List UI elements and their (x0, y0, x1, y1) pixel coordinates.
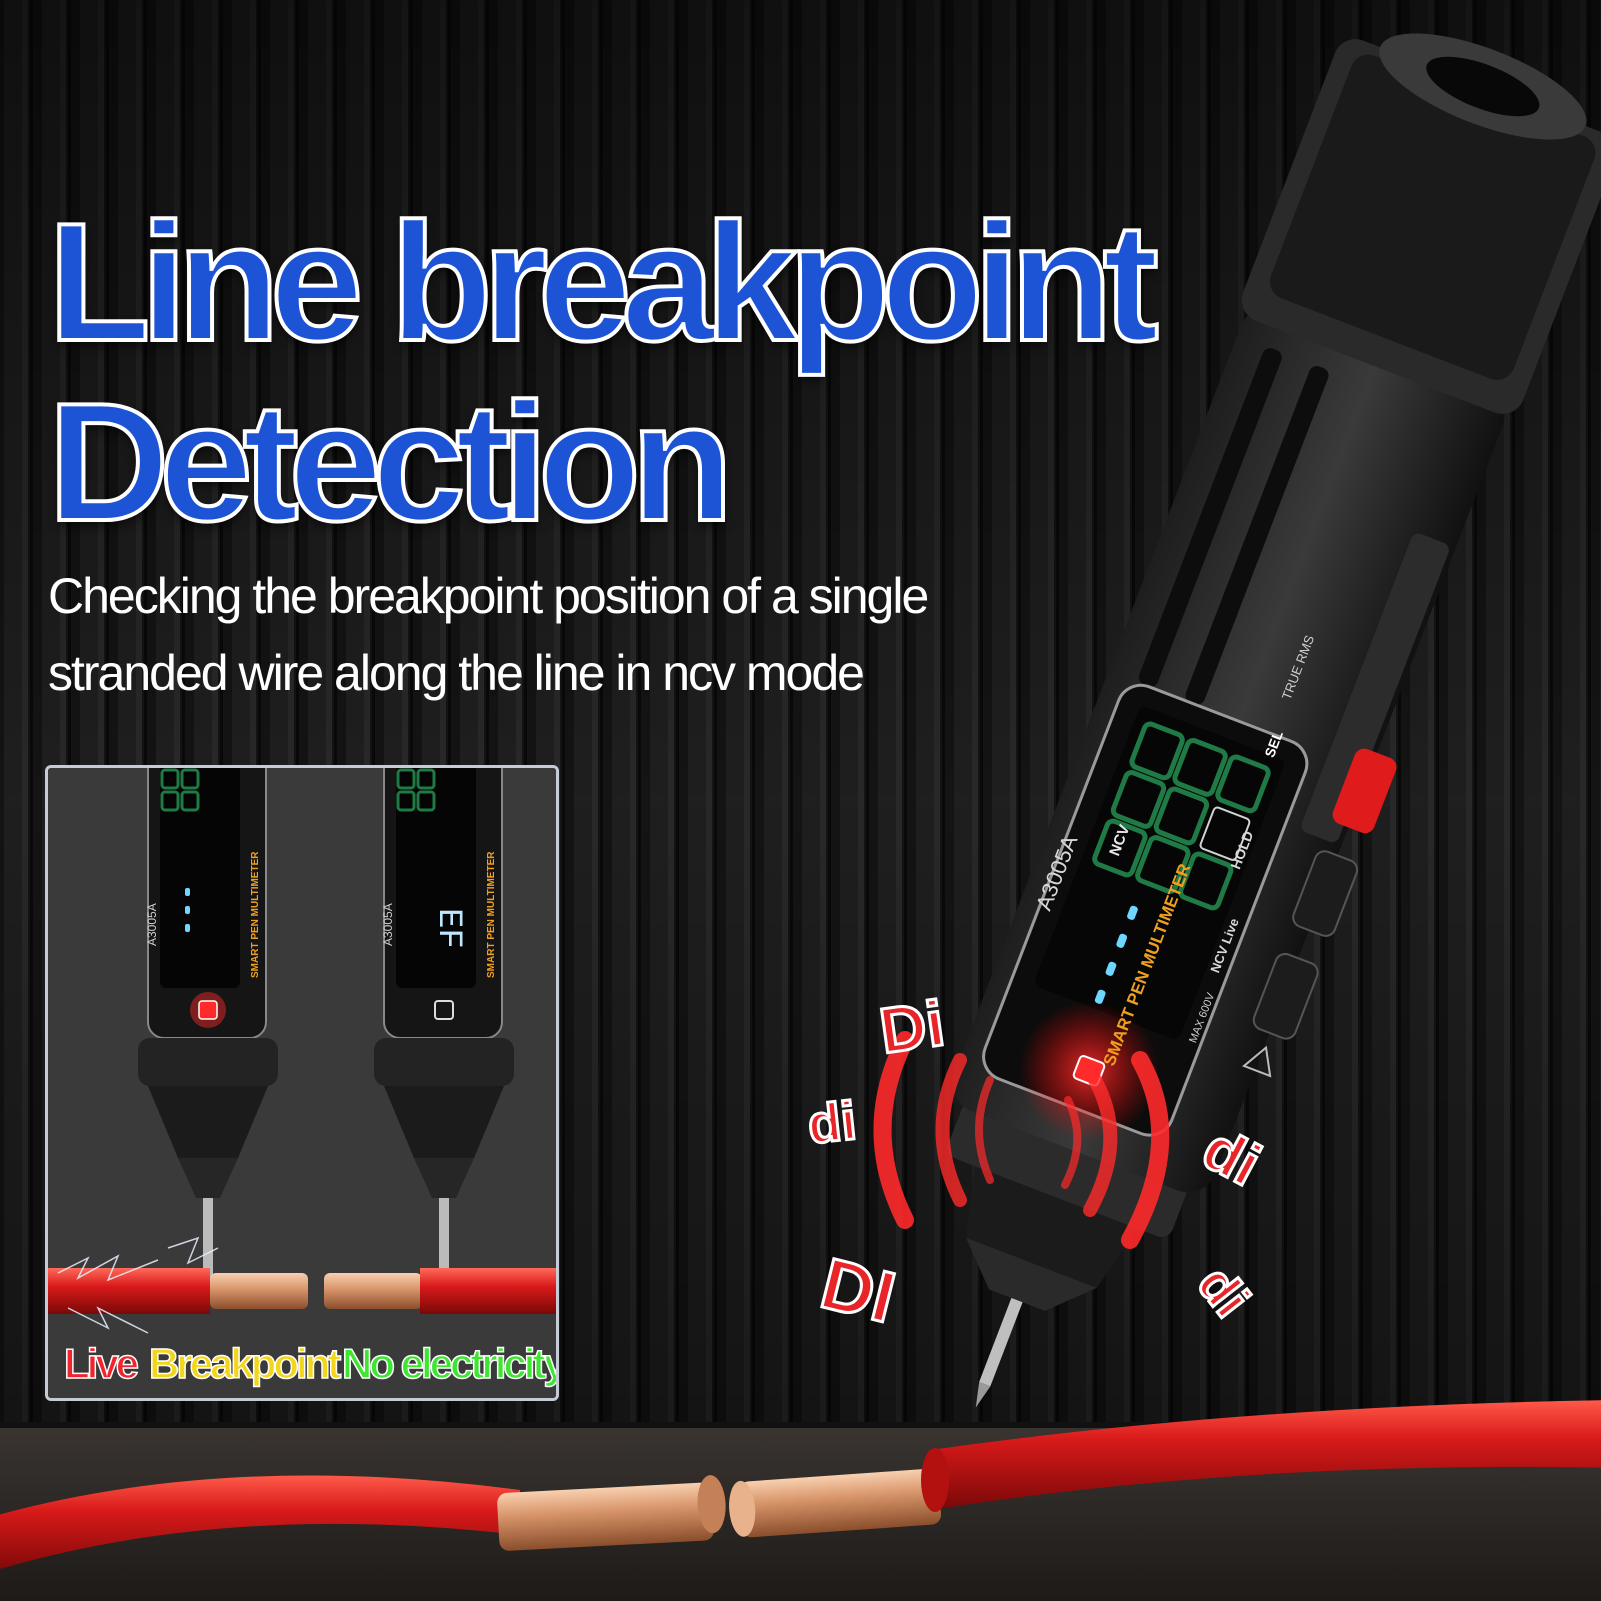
legend-live: Live (63, 1339, 140, 1388)
vibration-waves (873, 1031, 1170, 1249)
copper-core-left (497, 1475, 726, 1551)
inset-illustration: EF A3005A SMART PEN MULTIMETER A3005 (48, 768, 556, 1398)
sound-word: Di (874, 985, 950, 1068)
hero-title-line-1: Line breakpoint (46, 188, 1161, 376)
inset-pen-live (138, 768, 278, 1298)
sound-word: di (803, 1089, 860, 1157)
inset-pen-brand-left: SMART PEN MULTIMETER (250, 851, 261, 978)
legend-no-electricity: No electricity (341, 1339, 559, 1388)
comparison-inset: EF A3005A SMART PEN MULTIMETER A3005 (45, 765, 559, 1401)
multimeter-pen (947, 33, 1601, 1408)
inset-pen-brand-right: SMART PEN MULTIMETER (486, 851, 497, 978)
wire-right (930, 1400, 1601, 1510)
svg-text:EF: EF (429, 908, 467, 949)
legend-breakpoint: Breakpoint (148, 1339, 342, 1388)
inset-pen-model-left: A3005A (145, 903, 159, 946)
inset-pen-model-right: A3005A (381, 903, 395, 946)
hero-subtitle: Checking the breakpoint position of a si… (48, 568, 929, 701)
copper-core-right (729, 1468, 942, 1538)
hero-title-line-2: Detection (46, 368, 735, 556)
wire-left (0, 1475, 520, 1569)
